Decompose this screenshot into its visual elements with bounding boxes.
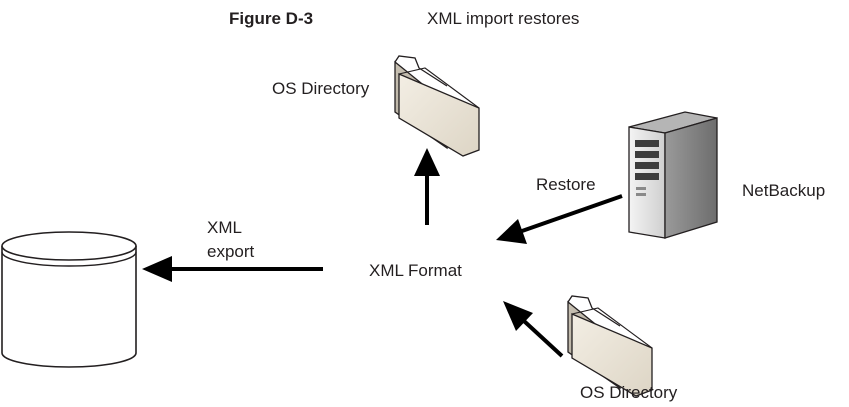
- arrow-icon: [496, 194, 623, 244]
- server-label: NetBackup: [742, 181, 826, 200]
- export-label-line1: XML: [207, 218, 242, 237]
- export-label: XML export: [207, 216, 254, 264]
- figure-number: Figure D-3: [229, 9, 314, 28]
- arrow-icon: [142, 256, 323, 282]
- folder-icon: [394, 55, 480, 157]
- export-label-line2: export: [207, 242, 255, 261]
- restore-label: Restore: [536, 175, 596, 194]
- top-directory-label: OS Directory: [272, 79, 370, 98]
- folder-icon: [567, 295, 653, 397]
- bottom-directory-label: OS Directory: [580, 383, 678, 402]
- figure-title: XML import restores: [427, 9, 580, 28]
- arrow-icon: [503, 301, 564, 358]
- server-drive-bays: [635, 140, 659, 196]
- database-icon: [1, 231, 137, 368]
- arrow-icon: [414, 148, 440, 225]
- center-label: XML Format: [369, 261, 462, 280]
- server-icon: [628, 111, 718, 239]
